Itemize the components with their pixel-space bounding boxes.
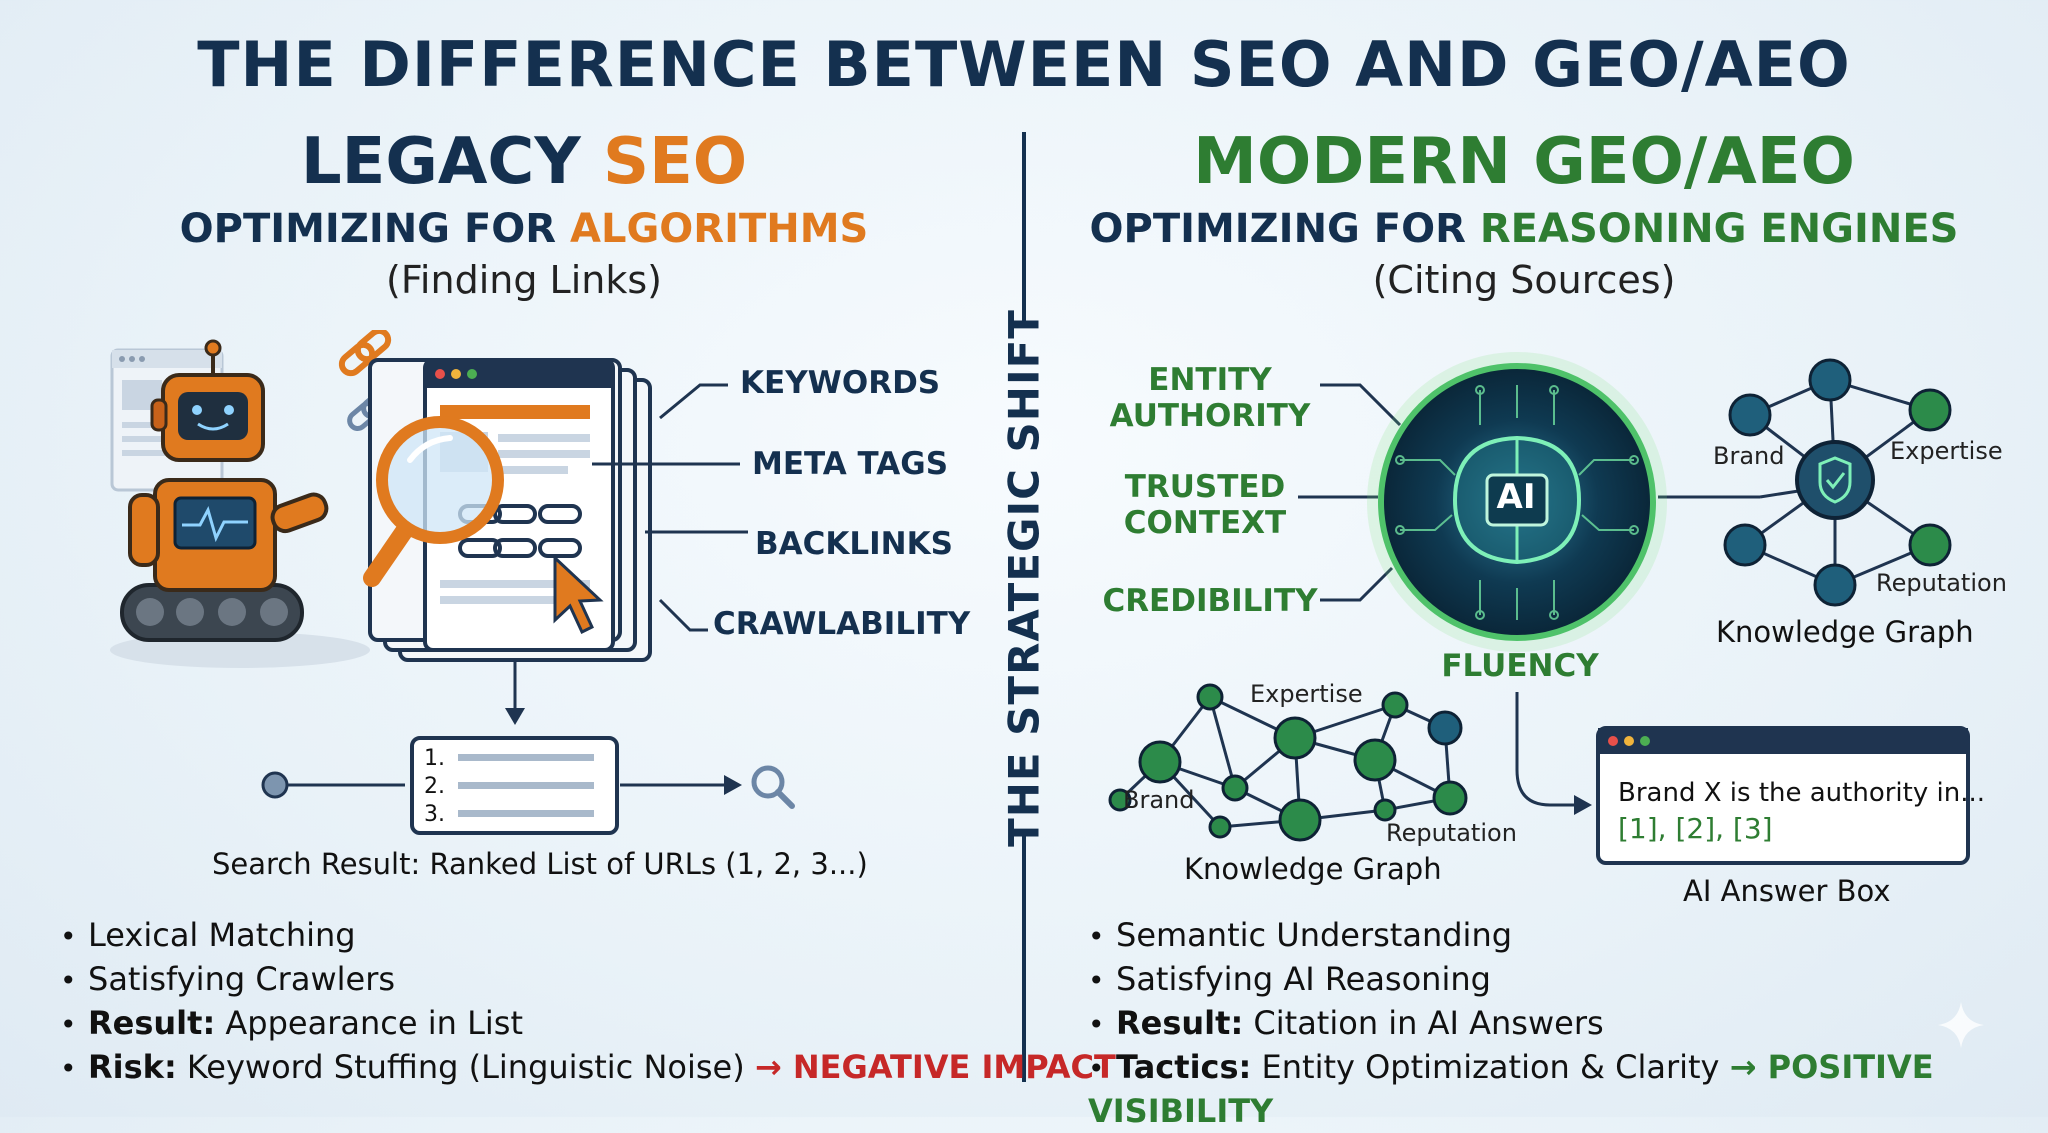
ai-answer-box (1596, 726, 1970, 865)
right-bullet-2: Satisfying AI Reasoning (1116, 960, 1491, 998)
right-sub-highlight: REASONING ENGINES (1479, 206, 1959, 252)
right-bullet-3-label: Result: (1116, 1004, 1244, 1042)
arrow-right-icon: → (754, 1048, 793, 1086)
left-illustration (110, 330, 795, 835)
right-bullet-list: Semantic Understanding Satisfying AI Rea… (1088, 914, 2048, 1133)
left-paren: (Finding Links) (386, 258, 662, 302)
strategic-shift-label: THE STRATEGIC SHIFT (999, 309, 1049, 847)
right-bullet: Semantic Understanding (1088, 914, 2048, 958)
right-bullet: Tactics: Entity Optimization & Clarity →… (1088, 1046, 2048, 1133)
factor-entity-authority: ENTITY AUTHORITY (1100, 362, 1320, 434)
left-heading-seo: SEO (602, 125, 748, 199)
left-bullet-1: Lexical Matching (88, 916, 356, 954)
main-title: THE DIFFERENCE BETWEEN SEO AND GEO/AEO (197, 28, 1851, 101)
left-bullet: Result: Appearance in List (60, 1002, 1116, 1046)
left-heading-legacy: LEGACY (300, 125, 603, 199)
factor-connectors (1298, 383, 1760, 815)
kg-right-expertise: Expertise (1890, 437, 2003, 465)
right-bullet-4-text: Entity Optimization & Clarity (1251, 1048, 1730, 1086)
answer-box-citations: [1], [2], [3] (1618, 812, 1773, 845)
list-number-1: 1. (424, 746, 445, 771)
left-bullet: Lexical Matching (60, 914, 1116, 958)
ai-label: AI (1496, 477, 1536, 517)
right-illustration (1108, 352, 1970, 865)
robot-icon (110, 339, 370, 668)
factor-credibility: CREDIBILITY (1102, 583, 1318, 619)
left-bullet-4-text: Keyword Stuffing (Linguistic Noise) (176, 1048, 755, 1086)
kg-bottom-expertise: Expertise (1250, 680, 1363, 708)
knowledge-graph-bottom (1108, 683, 1468, 842)
factor-trusted-line1: TRUSTED (1124, 469, 1286, 505)
factor-trusted-context: TRUSTED CONTEXT (1095, 469, 1315, 541)
kg-bottom-reputation: Reputation (1386, 819, 1517, 847)
answer-box-caption: AI Answer Box (1683, 874, 1891, 908)
left-bullet-4-label: Risk: (88, 1048, 177, 1086)
left-sub-prefix: OPTIMIZING FOR (179, 206, 570, 252)
left-heading: LEGACY SEO (24, 125, 1024, 199)
factor-entity-line2: AUTHORITY (1109, 398, 1311, 434)
left-bullet: Satisfying Crawlers (60, 958, 1116, 1002)
right-bullet: Satisfying AI Reasoning (1088, 958, 2048, 1002)
sparkle-icon (1938, 1002, 1984, 1048)
kg-right-reputation: Reputation (1876, 569, 2007, 597)
flow-start-dot (261, 771, 289, 799)
right-heading: MODERN GEO/AEO (1193, 125, 1855, 199)
left-bullet-3-label: Result: (88, 1004, 216, 1042)
right-bullet: Result: Citation in AI Answers (1088, 1002, 2048, 1046)
kg-right-brand: Brand (1713, 442, 1785, 470)
search-icon (751, 765, 795, 809)
label-connectors (286, 383, 748, 795)
arrow-right-icon: → (1729, 1048, 1768, 1086)
answer-box-text: Brand X is the authority in... (1618, 778, 1985, 808)
right-bullet-4-label: Tactics: (1116, 1048, 1252, 1086)
left-sub-highlight: ALGORITHMS (570, 206, 869, 252)
left-bullet: Risk: Keyword Stuffing (Linguistic Noise… (60, 1046, 1116, 1090)
left-subheading: OPTIMIZING FOR ALGORITHMS (24, 206, 1024, 252)
label-backlinks: BACKLINKS (755, 526, 953, 562)
magnifier-icon (363, 416, 504, 587)
kg-right-caption: Knowledge Graph (1716, 615, 1974, 649)
right-sub-prefix: OPTIMIZING FOR (1089, 206, 1480, 252)
left-bullet-2: Satisfying Crawlers (88, 960, 396, 998)
left-bullet-3-text: Appearance in List (215, 1004, 523, 1042)
label-meta-tags: META TAGS (752, 446, 949, 482)
right-paren: (Citing Sources) (1372, 258, 1676, 302)
factor-trusted-line2: CONTEXT (1123, 505, 1287, 541)
left-bullet-list: Lexical Matching Satisfying Crawlers Res… (60, 914, 1116, 1090)
kg-bottom-caption: Knowledge Graph (1184, 852, 1442, 886)
cursor-icon (553, 554, 604, 635)
factor-fluency: FLUENCY (1441, 648, 1599, 684)
right-bullet-3-text: Citation in AI Answers (1243, 1004, 1604, 1042)
left-search-caption: Search Result: Ranked List of URLs (1, 2… (212, 847, 868, 881)
ai-brain-icon (1367, 352, 1667, 652)
result-list-box (410, 736, 619, 835)
negative-impact-label: NEGATIVE IMPACT (792, 1048, 1116, 1086)
knowledge-graph-right (1723, 358, 1952, 607)
kg-bottom-brand: Brand (1123, 786, 1195, 814)
right-bullet-1: Semantic Understanding (1116, 916, 1513, 954)
factor-entity-line1: ENTITY (1148, 362, 1272, 398)
label-keywords: KEYWORDS (740, 365, 941, 401)
list-number-3: 3. (424, 802, 445, 827)
label-crawlability: CRAWLABILITY (713, 606, 971, 642)
list-number-2: 2. (424, 774, 445, 799)
right-subheading: OPTIMIZING FOR REASONING ENGINES (1024, 206, 2024, 252)
